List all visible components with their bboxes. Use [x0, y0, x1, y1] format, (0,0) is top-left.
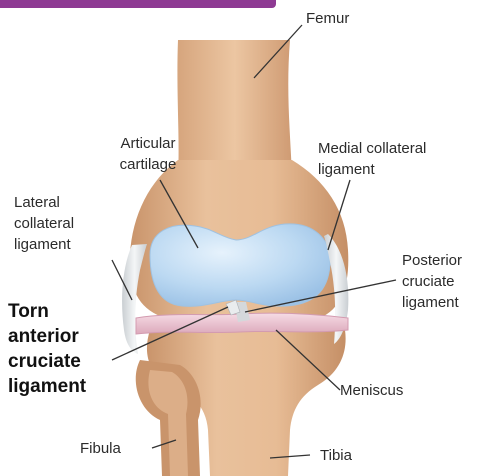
- label-posterior-cruciate-3: ligament: [402, 294, 459, 312]
- label-medial-collateral-2: ligament: [318, 161, 375, 179]
- label-femur: Femur: [306, 10, 349, 28]
- label-lateral-collateral-1: Lateral: [14, 194, 60, 212]
- label-medial-collateral-1: Medial collateral: [318, 140, 426, 158]
- label-posterior-cruciate-1: Posterior: [402, 252, 462, 270]
- label-torn-acl-4: ligament: [8, 375, 86, 399]
- label-meniscus: Meniscus: [340, 382, 403, 400]
- label-torn-acl-1: Torn: [8, 300, 49, 324]
- label-lateral-collateral-3: ligament: [14, 236, 71, 254]
- label-fibula: Fibula: [80, 440, 121, 458]
- label-articular-cartilage-1: Articular: [92, 135, 204, 153]
- label-torn-acl-3: cruciate: [8, 350, 81, 374]
- label-posterior-cruciate-2: cruciate: [402, 273, 455, 291]
- label-tibia: Tibia: [320, 447, 352, 465]
- femur-shaft: [177, 40, 292, 175]
- label-torn-acl-2: anterior: [8, 325, 79, 349]
- label-lateral-collateral-2: collateral: [14, 215, 74, 233]
- label-articular-cartilage-2: cartilage: [92, 156, 204, 174]
